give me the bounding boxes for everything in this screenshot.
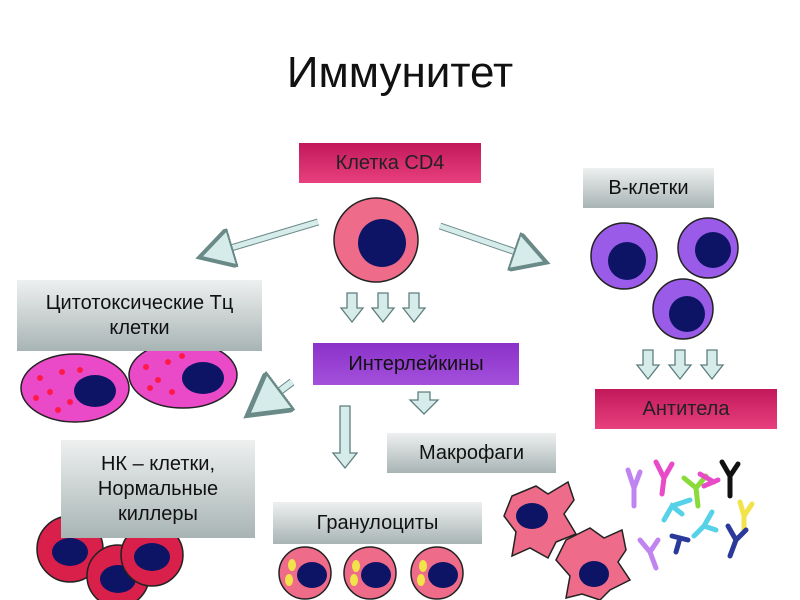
granulocyte-cell-icon xyxy=(278,546,332,600)
cytotoxic-cell-icon xyxy=(20,353,130,423)
slide-title: Иммунитет xyxy=(286,48,514,97)
antibodies-label: Антитела xyxy=(595,389,777,429)
cd4-cell-label: Клетка CD4 xyxy=(299,143,481,183)
granulocyte-cell-icon xyxy=(410,546,464,600)
b-cell-icon xyxy=(652,278,714,340)
nk-cells-label: НК – клетки, Нормальные киллеры xyxy=(61,440,255,538)
cd4-cell-icon xyxy=(333,197,419,283)
down-arrows-to-antibodies-icon xyxy=(635,349,725,381)
arrow-to-nk-icon xyxy=(252,382,292,412)
cytotoxic-cell-icon xyxy=(128,341,238,409)
arrow-to-macrophages-icon xyxy=(408,391,440,415)
macrophage-cell-icon xyxy=(503,480,578,560)
arrow-to-cytotoxic-icon xyxy=(204,218,320,256)
down-arrows-to-interleukins-icon xyxy=(339,292,427,324)
macrophage-cell-icon xyxy=(555,527,632,600)
b-cell-icon xyxy=(677,217,739,279)
arrow-to-granulocytes-icon xyxy=(331,405,359,470)
b-cells-label: B-клетки xyxy=(583,168,714,208)
nk-cell-icon xyxy=(120,523,184,587)
cytotoxic-cells-label: Цитотоксические Тц клетки xyxy=(17,280,262,351)
granulocytes-label: Гранулоциты xyxy=(273,502,482,544)
arrow-to-bcells-icon xyxy=(438,222,542,261)
interleukins-label: Интерлейкины xyxy=(313,343,519,385)
granulocyte-cell-icon xyxy=(343,546,397,600)
macrophages-label: Макрофаги xyxy=(387,433,556,473)
b-cell-icon xyxy=(590,222,658,290)
antibodies-icon xyxy=(625,459,755,571)
